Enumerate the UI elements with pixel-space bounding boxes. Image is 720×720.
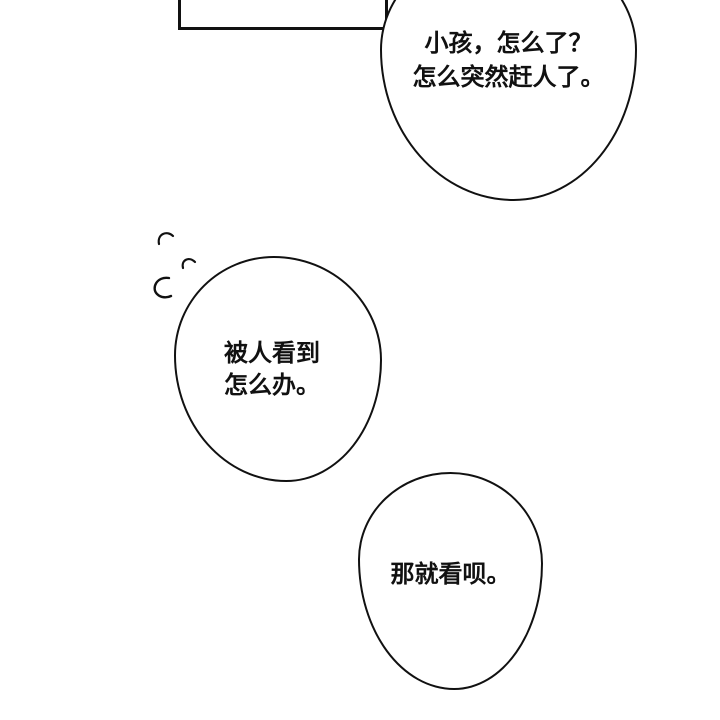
- speech-line: 小孩，怎么了？: [424, 29, 593, 57]
- speech-bubble-top: 小孩，怎么了？ 怎么突然赶人了。: [380, 0, 637, 201]
- speech-text: 小孩，怎么了？ 怎么突然赶人了。: [413, 26, 605, 94]
- speech-bubble-middle: 被人看到 怎么办。: [174, 256, 382, 482]
- speech-line: 那就看呗。: [390, 560, 511, 588]
- speech-text: 被人看到 怎么办。: [224, 337, 320, 401]
- speech-line: 怎么办。: [224, 371, 320, 399]
- speech-text: 那就看呗。: [391, 558, 511, 590]
- speech-line: 怎么突然赶人了。: [412, 63, 605, 91]
- sweat-marks-icon: [153, 232, 197, 299]
- speech-line: 被人看到: [224, 339, 320, 367]
- panel-frame-border: [178, 0, 388, 30]
- speech-bubble-bottom: 那就看呗。: [358, 472, 543, 690]
